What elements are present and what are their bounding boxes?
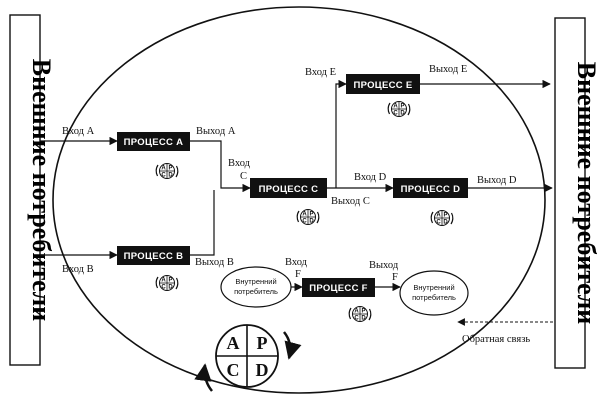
left-external-consumers-box: [9, 14, 41, 366]
process-d-box: [393, 178, 468, 198]
internal-consumer-right: [399, 270, 469, 316]
process-f-box: [302, 278, 375, 297]
pdca-c-letter: C: [354, 316, 359, 322]
process-f-label: ПРОЦЕСС F: [309, 283, 368, 294]
pdca-large-p: P: [257, 333, 268, 353]
label-input-e: Вход Е: [305, 67, 336, 78]
pdca-large-d: D: [256, 360, 269, 380]
line-input-e: [335, 79, 347, 188]
pdca-a-letter: A: [302, 212, 307, 218]
pdca-icon-process-a: A P C D: [155, 162, 179, 180]
pdca-p-letter: P: [361, 309, 365, 315]
internal-consumer-right-line2: потребитель: [412, 293, 456, 302]
internal-consumer-right-line1: Внутренний: [413, 283, 454, 292]
pdca-large-c: C: [227, 360, 240, 380]
process-b-box: [117, 246, 190, 265]
pdca-c-letter: C: [302, 219, 307, 225]
pdca-cycle-arrow-right: [283, 331, 302, 360]
pdca-icon-process-c: A P C D: [296, 208, 320, 226]
pdca-c-letter: C: [161, 285, 166, 291]
pdca-large-a: A: [227, 333, 240, 353]
pdca-p-letter: P: [400, 104, 404, 110]
pdca-c-letter: C: [161, 173, 166, 179]
pdca-a-letter: A: [354, 309, 359, 315]
pdca-icon-process-f: A P C D: [348, 305, 372, 323]
pdca-d-letter: D: [361, 316, 366, 322]
pdca-icon-process-e: A P C D: [387, 100, 411, 118]
label-input-f-line2: F: [295, 269, 301, 280]
pdca-a-letter: A: [436, 213, 441, 219]
label-output-a: Выход А: [196, 126, 236, 137]
line-output-a: [190, 140, 251, 193]
pdca-d-letter: D: [400, 111, 405, 117]
pdca-c-letter: C: [393, 111, 398, 117]
right-external-consumers-label: Внешние потребители: [572, 62, 598, 324]
label-output-f-line2: F: [392, 272, 398, 283]
pdca-a-letter: A: [393, 104, 398, 110]
process-c-box: [250, 178, 327, 198]
label-input-c-line1: Вход: [228, 158, 251, 169]
label-output-d: Выход D: [477, 175, 517, 186]
pdca-cycle-large: A P C D: [194, 324, 302, 392]
pdca-p-letter: P: [168, 166, 172, 172]
process-b-label: ПРОЦЕСС В: [124, 251, 184, 262]
pdca-icon-process-b: A P C D: [155, 274, 179, 292]
internal-consumer-left-line1: Внутренний: [235, 277, 276, 286]
label-feedback: Обратная связь: [462, 334, 530, 345]
pdca-cycle-arrow-left: [194, 363, 213, 392]
label-input-d: Вход D: [354, 172, 387, 183]
label-output-f-line1: Выход: [369, 260, 399, 271]
pdca-d-letter: D: [309, 219, 314, 225]
pdca-p-letter: P: [309, 212, 313, 218]
label-output-e: Выход Е: [429, 64, 467, 75]
internal-consumer-left-line2: потребитель: [234, 287, 278, 296]
label-output-c: Выход С: [331, 196, 370, 207]
pdca-p-letter: P: [168, 278, 172, 284]
label-output-b: Выход В: [195, 257, 234, 268]
pdca-d-letter: D: [168, 285, 173, 291]
pdca-a-letter: A: [161, 166, 166, 172]
pdca-d-letter: D: [168, 173, 173, 179]
process-a-box: [117, 132, 190, 151]
pdca-c-letter: C: [436, 220, 441, 226]
pdca-a-letter: A: [161, 278, 166, 284]
organization-boundary: [52, 6, 546, 394]
label-input-f-line1: Вход: [285, 257, 308, 268]
label-input-a: Вход А: [62, 126, 95, 137]
left-external-consumers-label: Внешние потребители: [27, 59, 56, 321]
pdca-d-letter: D: [443, 220, 448, 226]
right-external-consumers-box: [554, 17, 586, 369]
process-c-label: ПРОЦЕСС С: [259, 184, 319, 195]
line-output-b: [190, 190, 215, 256]
process-d-label: ПРОЦЕСС D: [401, 184, 461, 195]
process-e-label: ПРОЦЕСС Е: [353, 80, 412, 91]
pdca-p-letter: P: [443, 213, 447, 219]
label-input-b: Вход В: [62, 264, 94, 275]
pdca-icon-process-d: A P C D: [430, 209, 454, 227]
process-e-box: [346, 74, 420, 94]
label-input-c-line2: С: [240, 171, 247, 182]
internal-consumer-left: [220, 266, 292, 308]
process-a-label: ПРОЦЕСС А: [124, 137, 184, 148]
